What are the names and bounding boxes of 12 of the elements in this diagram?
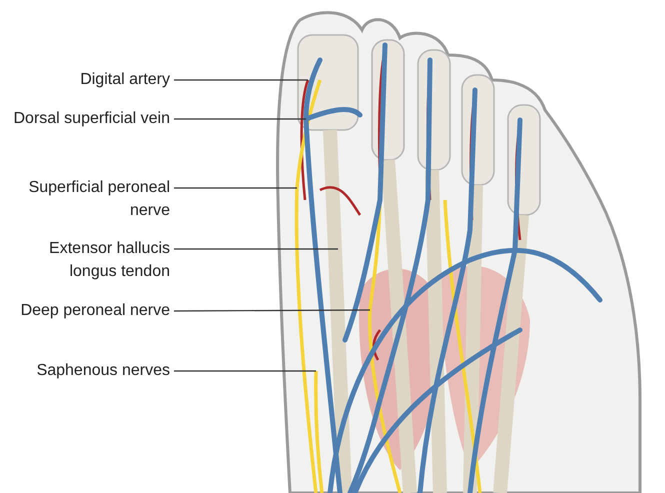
- leader-line: [174, 187, 297, 189]
- leader-line: [174, 370, 316, 372]
- part-label: Saphenous nerves: [0, 359, 170, 382]
- part-label: Deep peroneal nerve: [0, 299, 170, 322]
- part-label: Superficial peroneal nerve: [0, 176, 170, 222]
- leader-line: [174, 248, 338, 250]
- leader-line: [174, 79, 308, 81]
- part-label: Extensor hallucis longus tendon: [0, 237, 170, 283]
- leader-line: [174, 118, 306, 120]
- leader-line: [174, 309, 370, 312]
- part-label: Dorsal superficial vein: [0, 107, 170, 130]
- part-label: Digital artery: [0, 68, 170, 91]
